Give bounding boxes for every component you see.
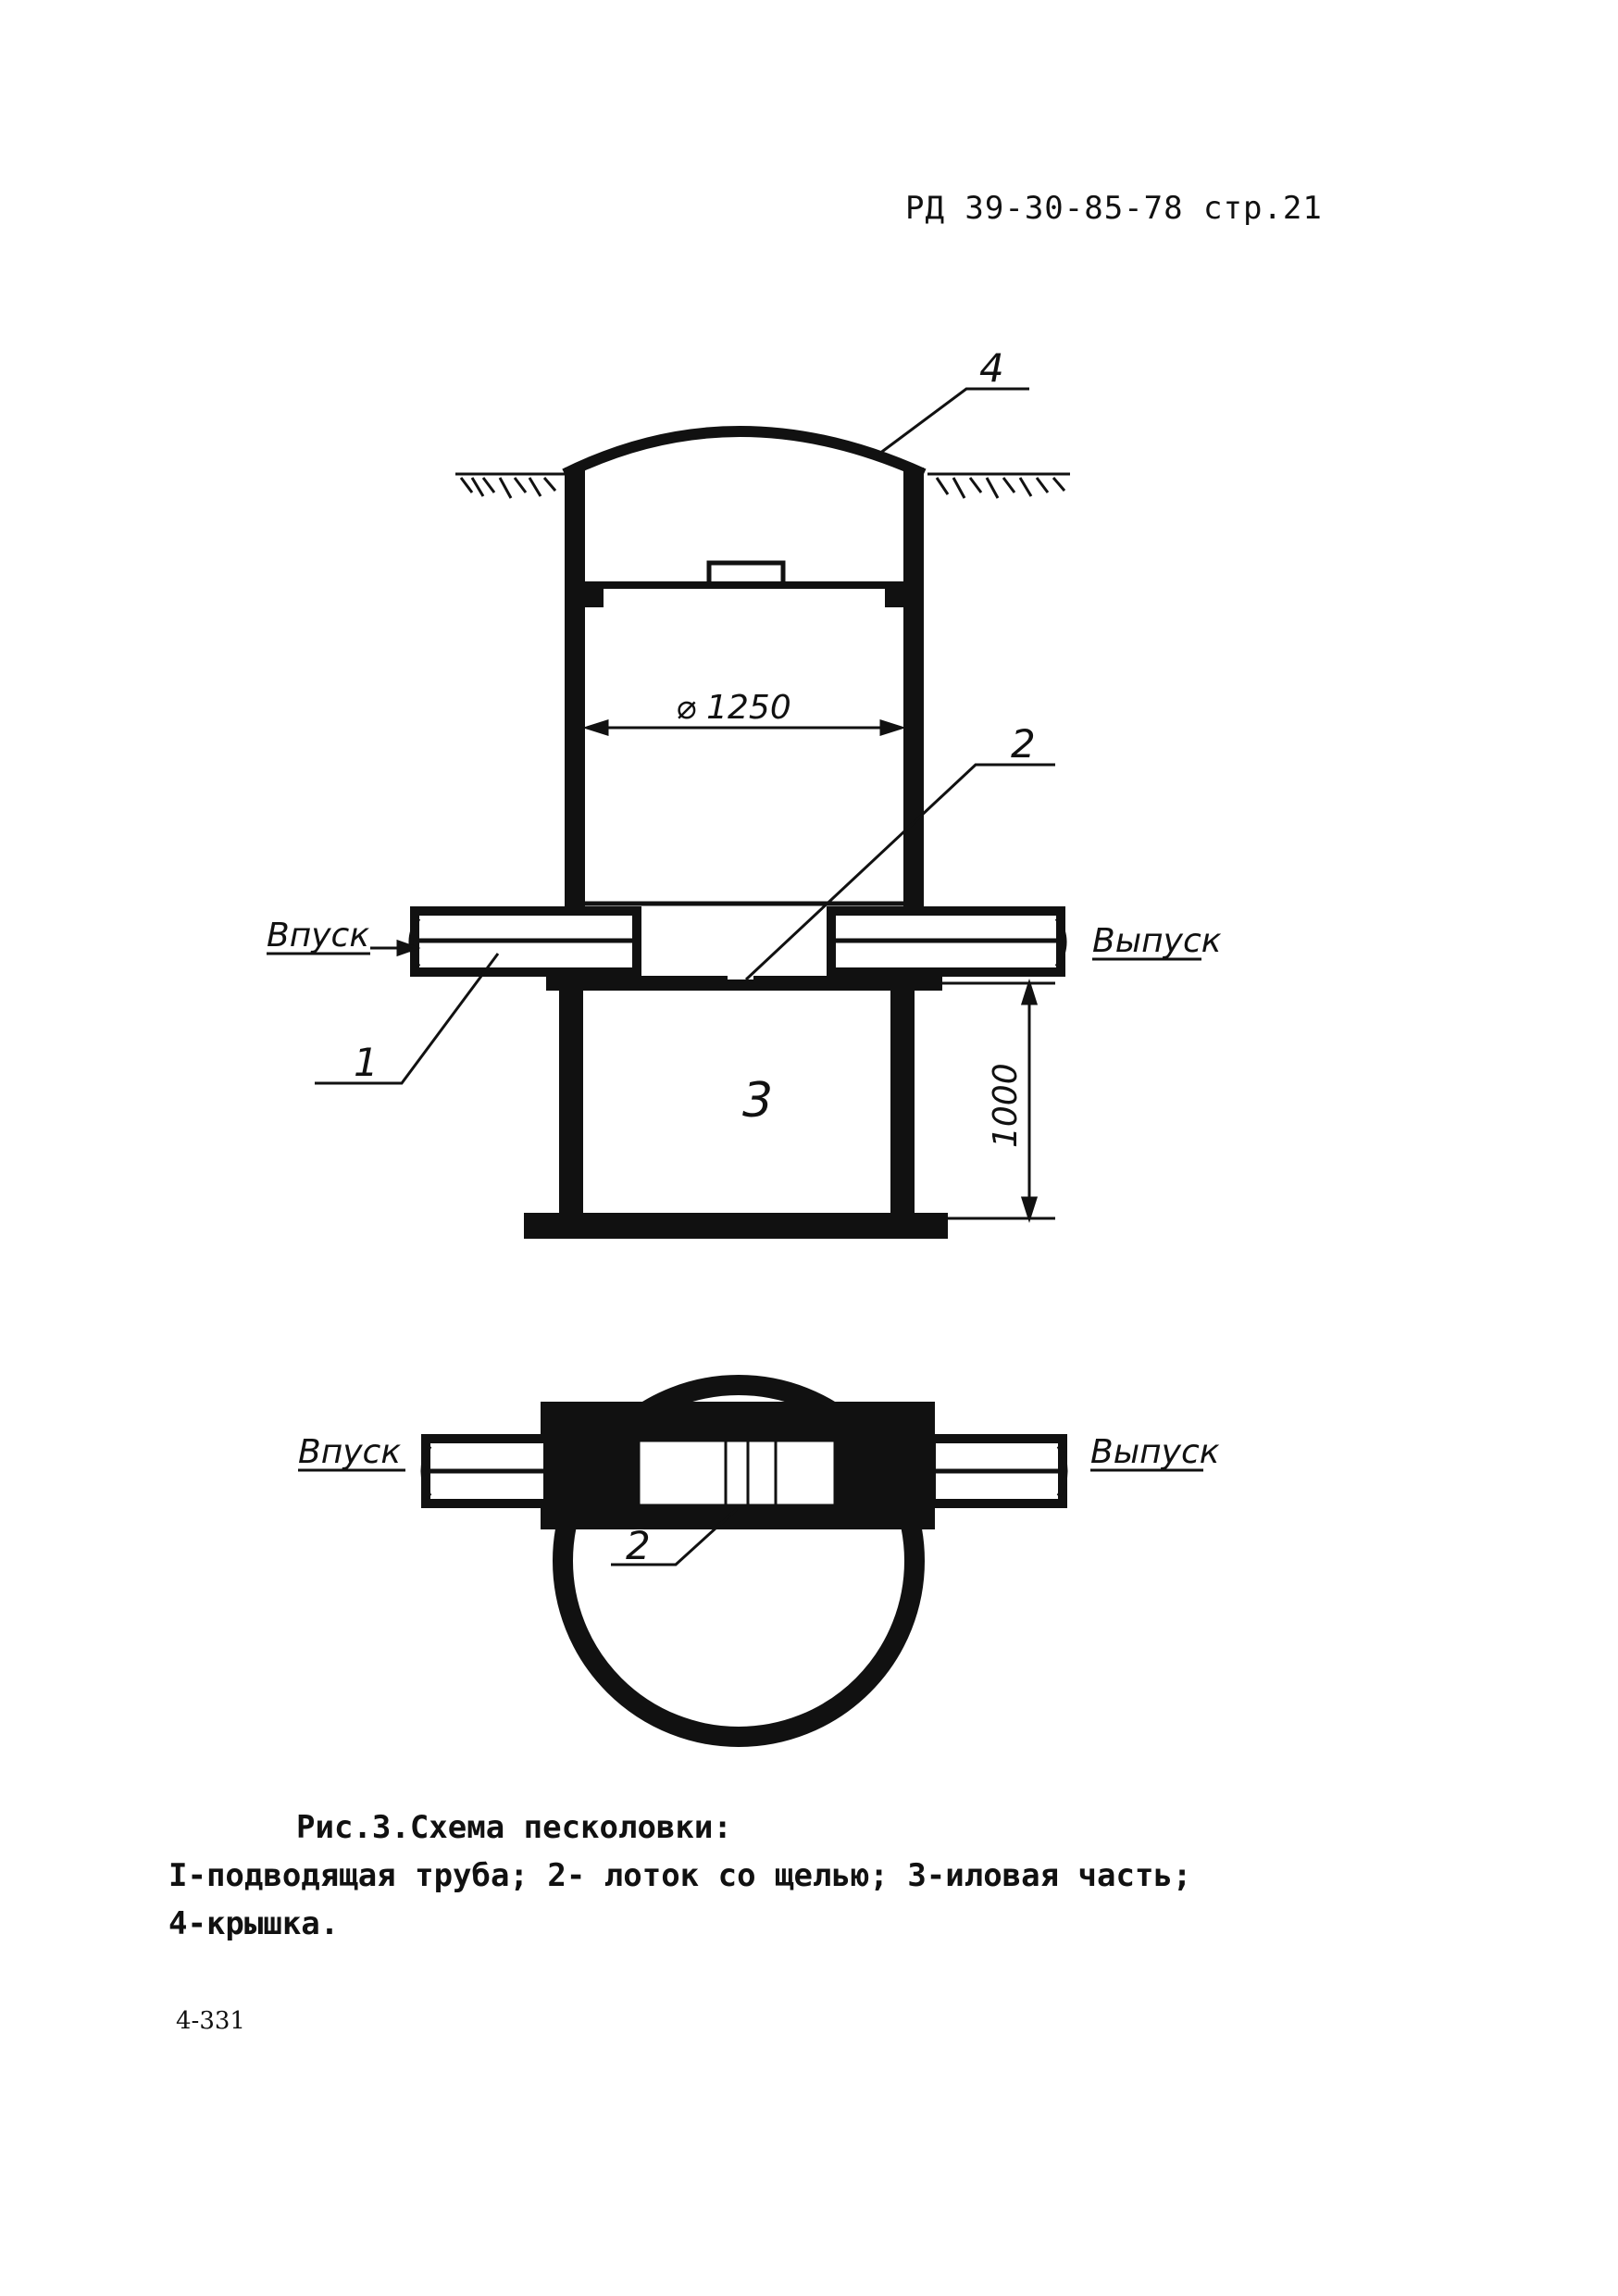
leader-inlet-pipe (315, 953, 500, 1085)
ground-hatch-left (455, 472, 566, 499)
ground-hatch-right (927, 472, 1070, 499)
plan-channel (637, 1439, 837, 1507)
caption-title: Рис.3.Схема песколовки: (296, 1809, 732, 1846)
plan-view: 2 Впуск Выпуск (298, 1375, 1220, 1747)
label-inlet: Впуск (267, 917, 369, 955)
lid-bracket-right (885, 589, 903, 607)
label-silt-part: 3 (742, 1073, 773, 1129)
lid-bracket-left (585, 589, 604, 607)
plan-outlet-pipe (927, 1434, 1068, 1508)
outlet-pipe (827, 906, 1067, 977)
label-inlet-plan: Впуск (298, 1433, 401, 1471)
label-tray: 2 (1011, 721, 1036, 767)
caption-line-1: I-подводящая труба; 2- лоток со щелью; 3… (168, 1857, 1192, 1894)
tray-slot (728, 974, 753, 980)
leader-cover (878, 387, 1029, 455)
plan-well-circle (553, 1375, 925, 1747)
page-footer: 4-331 (176, 2007, 245, 2035)
section-view: ⌀ 1250 1000 (267, 345, 1222, 1239)
label-cover: 4 (979, 345, 1004, 391)
label-outlet-plan: Выпуск (1090, 1433, 1220, 1471)
leader-tray (744, 763, 1055, 981)
plan-inlet-pipe (420, 1434, 553, 1508)
tray-slab (546, 976, 942, 991)
shaft-wall-right (903, 468, 924, 907)
leader-tray-plan (611, 1507, 739, 1566)
label-tray-plan: 2 (626, 1523, 651, 1568)
base-slab (524, 1213, 948, 1239)
cover-dome (562, 426, 927, 480)
figure-caption: Рис.3.Схема песколовки: I-подводящая тру… (168, 1803, 1464, 1948)
height-dimension (926, 979, 1055, 1223)
height-label: 1000 (987, 1063, 1025, 1148)
inlet-pipe (408, 906, 641, 977)
caption-line-2: 4-крышка. (168, 1905, 340, 1942)
silt-wall-right (890, 991, 915, 1218)
label-outlet: Выпуск (1092, 922, 1222, 960)
diameter-label: ⌀ 1250 (676, 689, 791, 727)
label-inlet-pipe: 1 (354, 1040, 379, 1085)
lid-handle (706, 560, 786, 581)
page-header: РД 39-30-85-78 стр.21 (905, 190, 1323, 227)
inlet-arrow (370, 939, 421, 957)
silt-wall-left (559, 991, 583, 1218)
shaft-wall-left (565, 468, 585, 907)
inner-lid (585, 581, 903, 589)
diameter-dimension (582, 718, 906, 737)
